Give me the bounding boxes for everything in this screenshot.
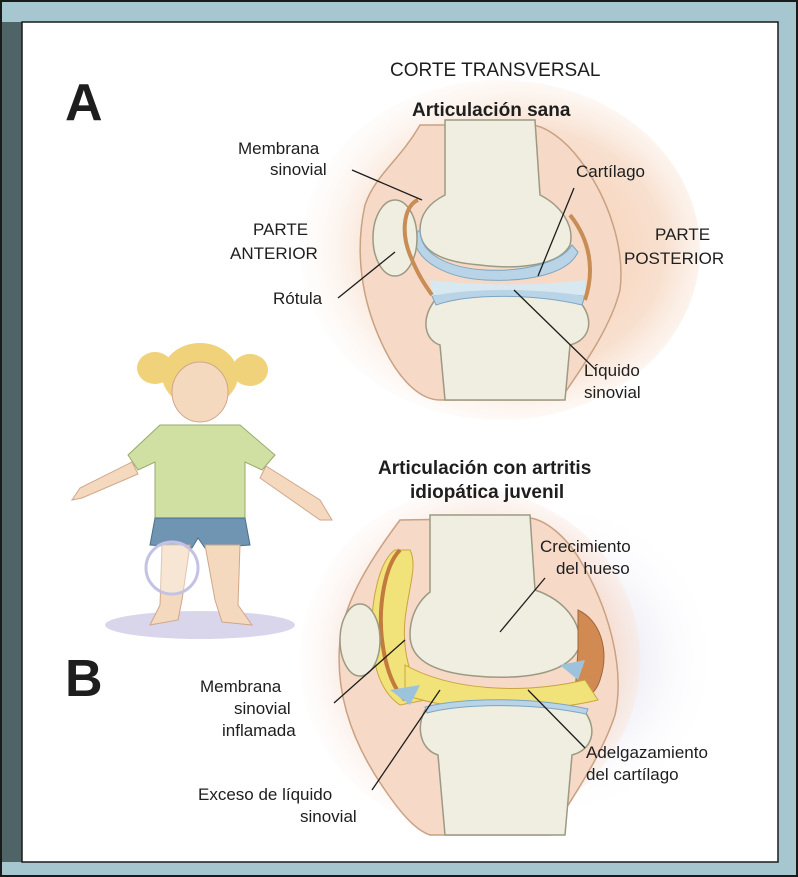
panel-letter-b: B [65, 650, 103, 708]
label-anterior-line2: ANTERIOR [230, 244, 318, 263]
frame-left-bar [0, 0, 22, 877]
label-membrana-inflamada-line1: Membrana [200, 677, 282, 696]
label-rotula: Rótula [273, 289, 323, 308]
label-membrana-inflamada-line2: sinovial [234, 699, 291, 718]
label-liquido-line1: Líquido [584, 361, 640, 380]
healthy-tibia [426, 293, 589, 400]
label-adelgazamiento-line1: Adelgazamiento [586, 743, 708, 762]
arthritic-heading-line2: idiopática juvenil [410, 482, 564, 503]
frame-bottom-bar [0, 862, 798, 877]
view-title: CORTE TRANSVERSAL [390, 60, 600, 81]
label-membrana-line2: sinovial [270, 160, 327, 179]
label-posterior-line2: POSTERIOR [624, 249, 724, 268]
label-anterior-line1: PARTE [253, 220, 308, 239]
label-liquido-line2: sinovial [584, 383, 641, 402]
frame-top-bar [0, 0, 798, 22]
healthy-joint-heading: Articulación sana [412, 100, 571, 121]
child-face [172, 362, 228, 422]
label-crecimiento-line1: Crecimiento [540, 537, 631, 556]
label-membrana-line1: Membrana [238, 139, 320, 158]
arthritic-tibia [420, 703, 592, 835]
child-pigtail-right [232, 354, 268, 386]
label-crecimiento-line2: del hueso [556, 559, 630, 578]
label-posterior-line1: PARTE [655, 225, 710, 244]
panel-letter-a: A [65, 74, 103, 132]
label-membrana-inflamada-line3: inflamada [222, 721, 296, 740]
frame-right-bar [778, 0, 798, 877]
label-exceso-line2: sinovial [300, 807, 357, 826]
label-adelgazamiento-line2: del cartílago [586, 765, 679, 784]
label-cartilago: Cartílago [576, 162, 645, 181]
child-knee-highlight [146, 542, 198, 594]
child-floor-shadow [105, 611, 295, 639]
arthritic-patella [340, 604, 380, 676]
label-exceso-line1: Exceso de líquido [198, 785, 332, 804]
arthritic-heading-line1: Articulación con artritis [378, 458, 591, 479]
child-pigtail-left [137, 352, 173, 384]
